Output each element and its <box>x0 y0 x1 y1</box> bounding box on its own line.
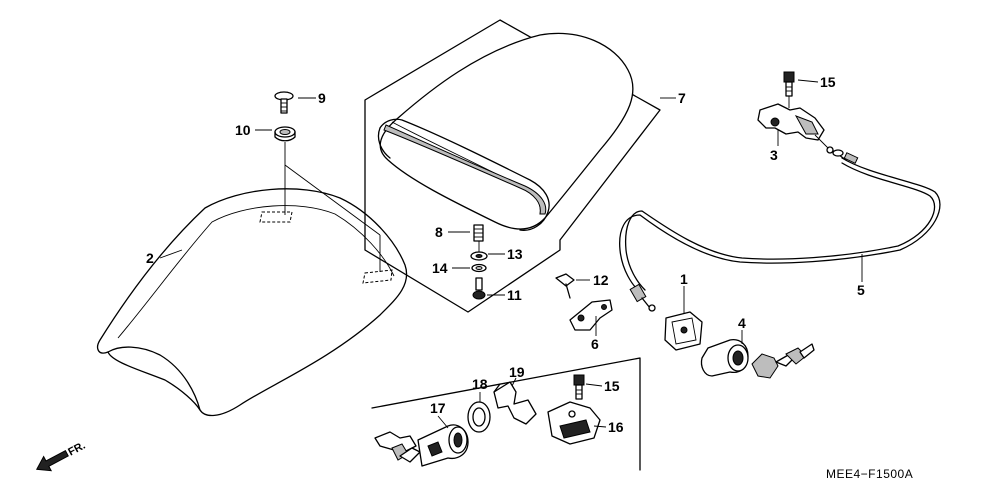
washer-18 <box>467 401 491 433</box>
front-label: FR. <box>66 440 87 459</box>
callout-19: 19 <box>509 364 525 380</box>
lock-bracket-1 <box>664 311 703 351</box>
plate-6 <box>569 299 613 331</box>
bolt-15-top <box>783 71 795 97</box>
callout-numbers: 1 2 3 4 5 6 7 8 9 10 11 12 13 14 15 15 1… <box>146 74 865 435</box>
callout-10: 10 <box>235 122 251 138</box>
lock-holder-16 <box>547 401 601 445</box>
bolt-15-bottom <box>573 374 585 400</box>
callout-8: 8 <box>435 224 443 240</box>
seat-catch-3 <box>757 103 834 154</box>
callout-1: 1 <box>680 271 688 287</box>
callout-7: 7 <box>678 90 686 106</box>
callout-12: 12 <box>593 272 609 288</box>
callout-13: 13 <box>507 246 523 262</box>
diagram-code: MEE4−F1500A <box>826 467 913 481</box>
leader-seat-link <box>284 164 381 236</box>
pillion-seat-group-outline <box>364 19 661 313</box>
helmet-lock-group-outline <box>371 357 641 471</box>
grommet-10 <box>274 126 296 142</box>
spring-8 <box>473 224 484 242</box>
callout-4: 4 <box>738 315 746 331</box>
seat-lock-cable-5 <box>619 149 941 312</box>
bolt-9 <box>274 91 294 114</box>
callout-14: 14 <box>432 260 448 276</box>
callout-15-bottom: 15 <box>604 378 620 394</box>
rider-seat <box>97 188 408 417</box>
callout-17: 17 <box>430 400 446 416</box>
seat-lock-4 <box>700 339 815 379</box>
callout-6: 6 <box>591 336 599 352</box>
bolt-11 <box>472 277 486 300</box>
callout-3: 3 <box>770 147 778 163</box>
callout-18: 18 <box>472 376 488 392</box>
callout-5: 5 <box>857 282 865 298</box>
spring-clip-19 <box>493 381 537 425</box>
clip-12 <box>555 273 575 299</box>
callout-15-top: 15 <box>820 74 836 90</box>
washer-13 <box>470 251 488 261</box>
callout-11: 11 <box>507 287 522 303</box>
helmet-lock-17 <box>374 424 469 467</box>
callout-9: 9 <box>318 90 326 106</box>
callout-16: 16 <box>608 419 624 435</box>
front-direction-arrow: FR. <box>36 440 88 472</box>
pillion-seat-7 <box>377 32 634 231</box>
callout-2: 2 <box>146 250 154 266</box>
nut-14 <box>471 263 487 273</box>
leader-lines <box>159 79 863 429</box>
